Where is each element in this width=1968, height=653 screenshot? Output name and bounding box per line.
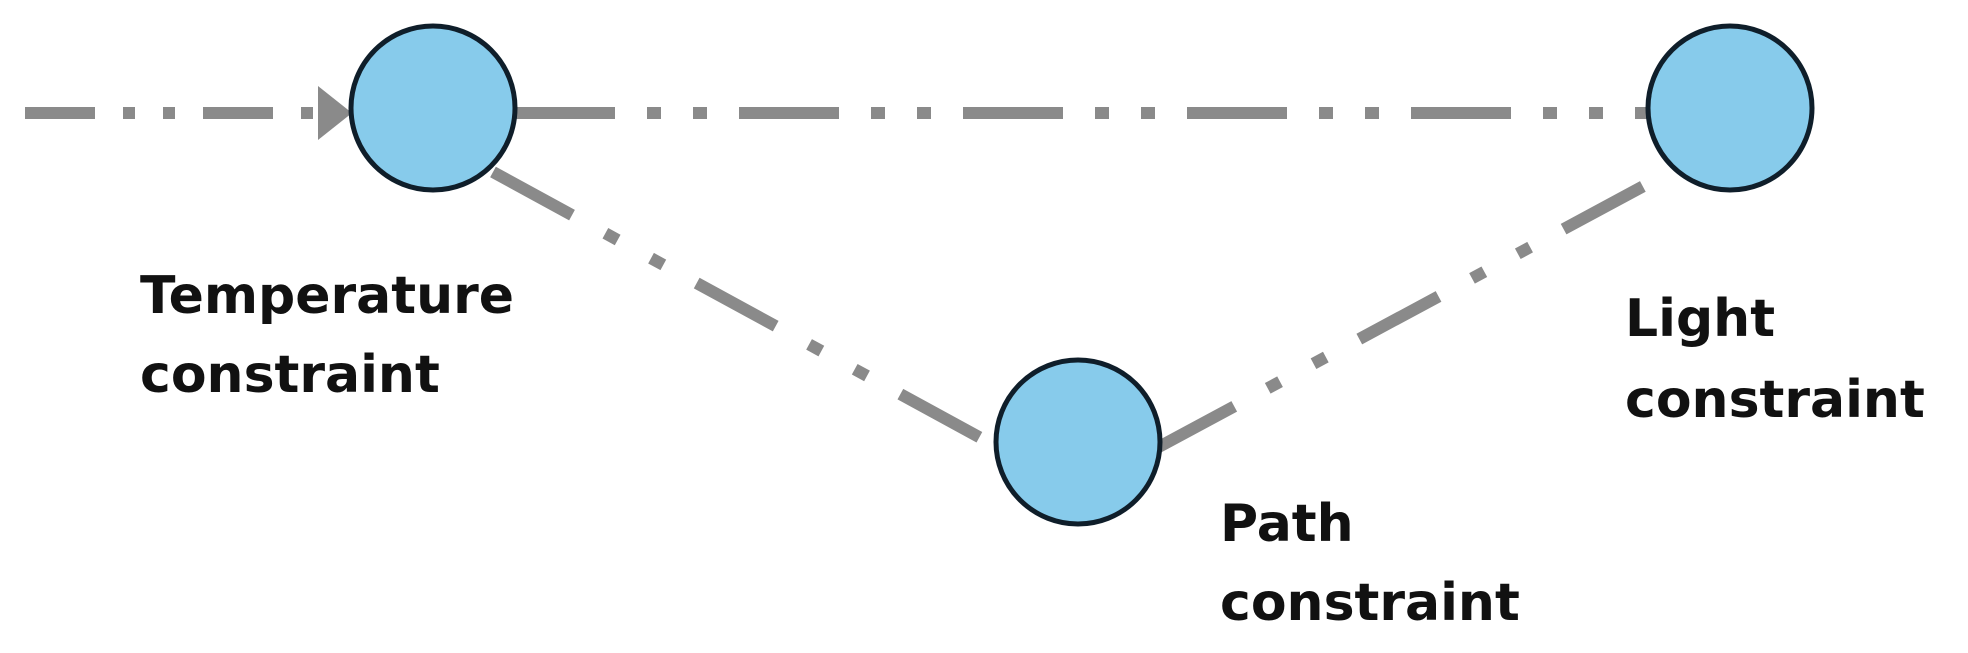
edges xyxy=(25,86,1682,455)
node-path xyxy=(993,357,1163,527)
edge-temperature-to-path xyxy=(490,166,1004,455)
arrowhead-icon xyxy=(318,86,352,140)
nodes xyxy=(348,23,1815,527)
node-temperature xyxy=(348,23,518,193)
edge-path-to-light xyxy=(1152,161,1682,455)
node-light xyxy=(1645,23,1815,193)
light-label-line1: Light xyxy=(1625,289,1775,349)
path-label-line1: Path xyxy=(1220,494,1354,554)
temperature-label-line1: Temperature xyxy=(140,266,514,326)
path-label-line2: constraint xyxy=(1220,573,1520,633)
light-label-line2: constraint xyxy=(1625,370,1925,430)
temperature-label-line2: constraint xyxy=(140,345,440,405)
labels: Temperature constraint Path constraint L… xyxy=(140,266,1925,633)
